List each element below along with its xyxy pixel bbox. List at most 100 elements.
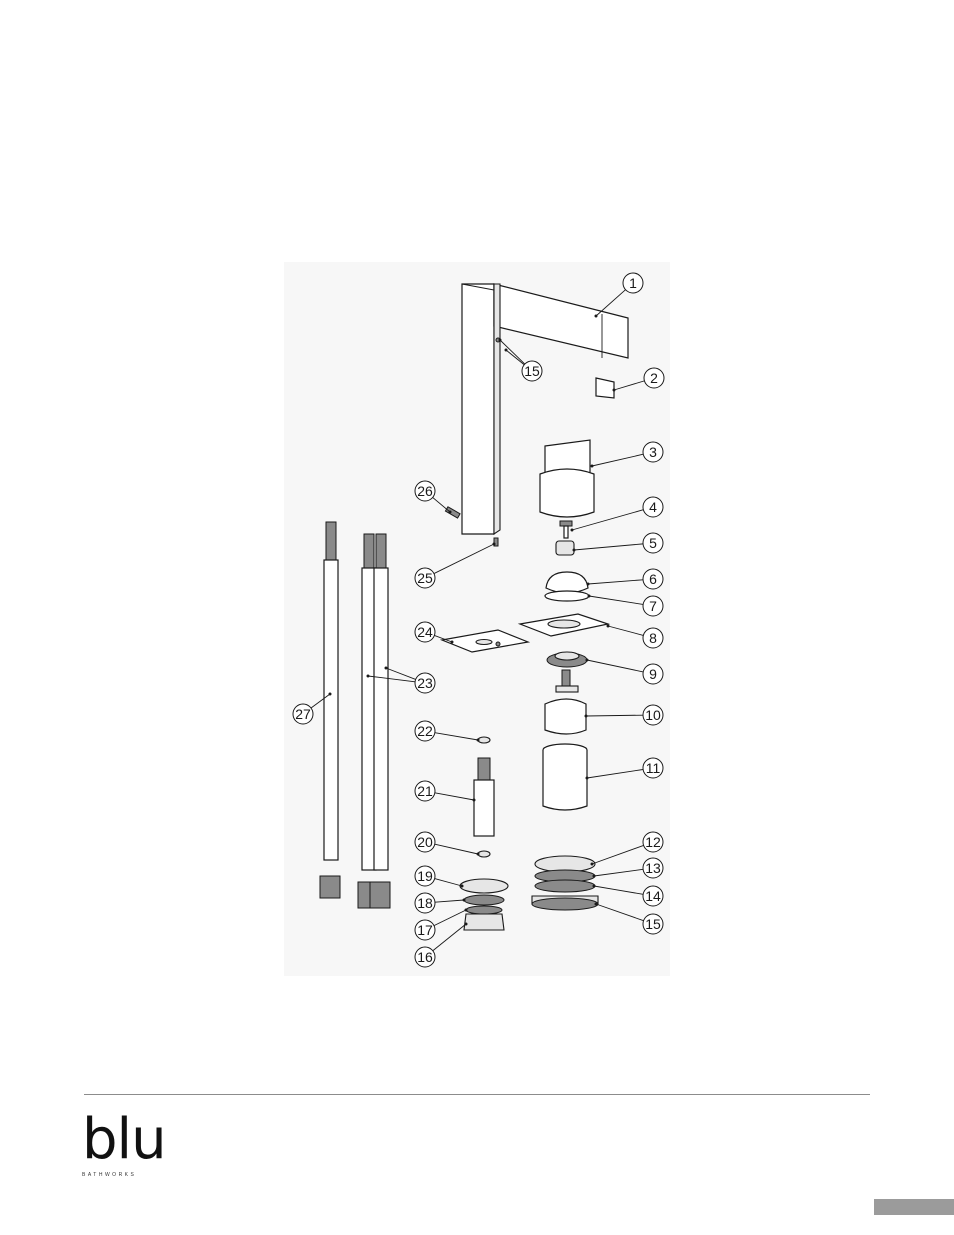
part-balloons: 1234567891011121314151516171819202122232… <box>292 272 665 968</box>
leader-line-b27 <box>310 693 331 709</box>
leader-line-b13 <box>593 868 644 877</box>
balloon-circle <box>414 567 436 589</box>
sleeve-part <box>542 743 588 811</box>
leader-line-b6 <box>587 579 644 585</box>
leader-line-b26 <box>432 497 451 513</box>
part-balloon-b17: 17 <box>414 919 436 941</box>
leader-line-b1 <box>595 289 626 317</box>
leader-tip-b3 <box>590 464 594 468</box>
leader-tip-b27 <box>328 692 332 696</box>
balloon-circle <box>414 831 436 853</box>
balloon-label: 3 <box>649 444 657 460</box>
part-balloon-b27: 27 <box>292 703 314 725</box>
balloon-circle <box>642 595 664 617</box>
dome-cover-part <box>544 571 590 602</box>
leader-line-b17 <box>433 909 467 927</box>
balloon-circle <box>642 757 664 779</box>
part-balloon-b1: 1 <box>622 272 644 294</box>
balloon-label: 6 <box>649 571 657 587</box>
balloon-circle <box>414 480 436 502</box>
balloon-circle <box>414 892 436 914</box>
balloon-circle <box>292 703 314 725</box>
flexible-hoses-part <box>319 521 391 909</box>
leader-line-b10 <box>585 714 644 717</box>
balloon-label: 27 <box>295 706 311 722</box>
balloon-label: 12 <box>645 834 661 850</box>
leader-tip-b23 <box>366 674 370 678</box>
balloon-circle <box>414 720 436 742</box>
balloon-circle <box>642 913 664 935</box>
balloon-circle <box>642 441 664 463</box>
leader-line-b21 <box>434 792 475 801</box>
handle-cap-part <box>595 377 615 399</box>
leader-tip-b23-1 <box>384 666 388 670</box>
part-balloon-b12: 12 <box>642 831 664 853</box>
balloon-label: 16 <box>417 949 433 965</box>
screw-part <box>559 520 573 539</box>
leader-tip-b12 <box>590 862 594 866</box>
brand-logo: blu BATHWORKS <box>82 1112 172 1179</box>
balloon-label: 4 <box>649 499 657 515</box>
balloon-label: 7 <box>649 598 657 614</box>
leader-tip-b22 <box>476 738 480 742</box>
washer-stack-part <box>531 855 599 911</box>
balloon-circle <box>642 857 664 879</box>
balloon-circle <box>642 532 664 554</box>
part-balloon-b10: 10 <box>642 704 664 726</box>
logo-subtext: BATHWORKS <box>82 1172 137 1178</box>
balloon-circle <box>642 496 664 518</box>
part-balloon-b16: 16 <box>414 946 436 968</box>
part-balloon-b14: 14 <box>642 885 664 907</box>
balloon-label: 20 <box>417 834 433 850</box>
balloon-label: 26 <box>417 483 433 499</box>
leader-tip-b26 <box>448 510 452 514</box>
leader-line-b12 <box>591 844 644 865</box>
balloon-label: 1 <box>629 275 637 291</box>
part-balloon-b15b: 15 <box>642 913 664 935</box>
leader-tip-b16 <box>464 922 468 926</box>
balloon-circle <box>521 360 543 382</box>
part-balloon-b25: 25 <box>414 567 436 589</box>
page-tab <box>874 1199 954 1215</box>
balloon-label: 14 <box>645 888 661 904</box>
leader-line-b8 <box>607 625 644 636</box>
balloon-label: 23 <box>417 675 433 691</box>
leader-line-b22 <box>434 732 479 741</box>
leader-line-b16 <box>432 923 467 952</box>
part-balloon-b7: 7 <box>642 595 664 617</box>
leader-line-b18 <box>434 899 465 903</box>
part-balloon-b4: 4 <box>642 496 664 518</box>
leader-tip-b17 <box>464 908 468 912</box>
leader-tip-b2 <box>612 388 616 392</box>
leader-line-b11 <box>586 769 644 779</box>
leader-tip-b24 <box>450 640 454 644</box>
leader-tip-b15b <box>594 902 598 906</box>
balloon-circle <box>642 627 664 649</box>
balloon-circle <box>414 621 436 643</box>
leader-tip-b5 <box>572 548 576 552</box>
part-balloon-b9: 9 <box>642 663 664 685</box>
leader-tip-b15a-1 <box>504 348 508 352</box>
balloon-circle <box>414 946 436 968</box>
leader-tip-b11 <box>585 776 589 780</box>
balloon-label: 24 <box>417 624 433 640</box>
lock-nut-part <box>546 651 588 668</box>
balloon-circle <box>414 672 436 694</box>
part-balloon-b3: 3 <box>642 441 664 463</box>
leader-tip-b19 <box>460 884 464 888</box>
balloon-circle <box>622 272 644 294</box>
leader-line-b4 <box>571 509 644 531</box>
balloon-circle <box>642 704 664 726</box>
balloon-label: 5 <box>649 535 657 551</box>
part-balloon-b15a: 15 <box>521 360 543 382</box>
leader-line-b25 <box>433 543 495 574</box>
shank-part <box>459 736 509 931</box>
leader-line-b15a-1 <box>505 349 525 366</box>
leader-tip-b4 <box>570 528 574 532</box>
leader-tip-b13 <box>592 874 596 878</box>
base-plate-part <box>439 613 611 653</box>
leader-line-b7 <box>588 595 644 605</box>
leader-tip-b20 <box>476 852 480 856</box>
leader-tip-b7 <box>587 594 591 598</box>
